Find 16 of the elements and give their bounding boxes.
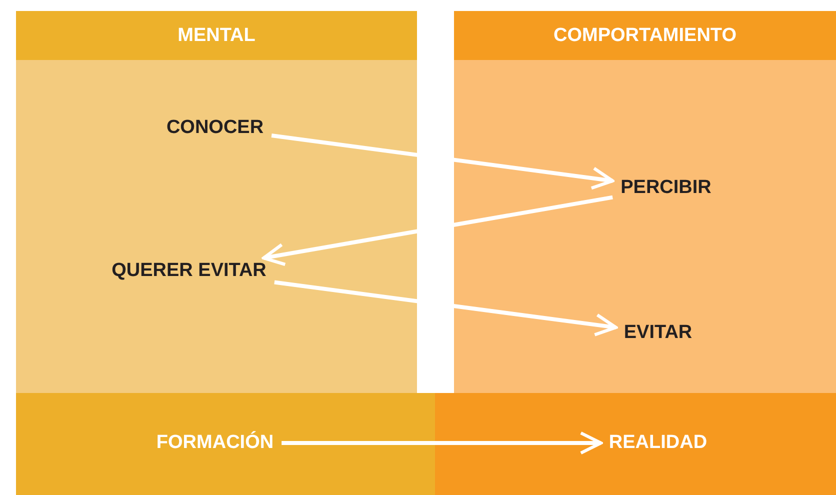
column-heading: MENTAL — [16, 11, 417, 60]
column-panel — [454, 11, 836, 393]
step-label: CONOCER — [158, 115, 272, 141]
column-panel — [16, 11, 417, 393]
column-heading: COMPORTAMIENTO — [454, 11, 836, 60]
band — [16, 393, 435, 495]
arrow — [282, 431, 603, 455]
step-label: EVITAR — [616, 320, 700, 346]
step-label: PERCIBIR — [612, 175, 720, 201]
band — [435, 393, 836, 495]
arrow — [271, 134, 614, 190]
arrow — [274, 280, 618, 336]
step-label: FORMACIÓN — [148, 430, 282, 456]
step-label: REALIDAD — [600, 430, 716, 456]
step-label: QUERER EVITAR — [104, 258, 274, 284]
arrow — [262, 195, 613, 266]
